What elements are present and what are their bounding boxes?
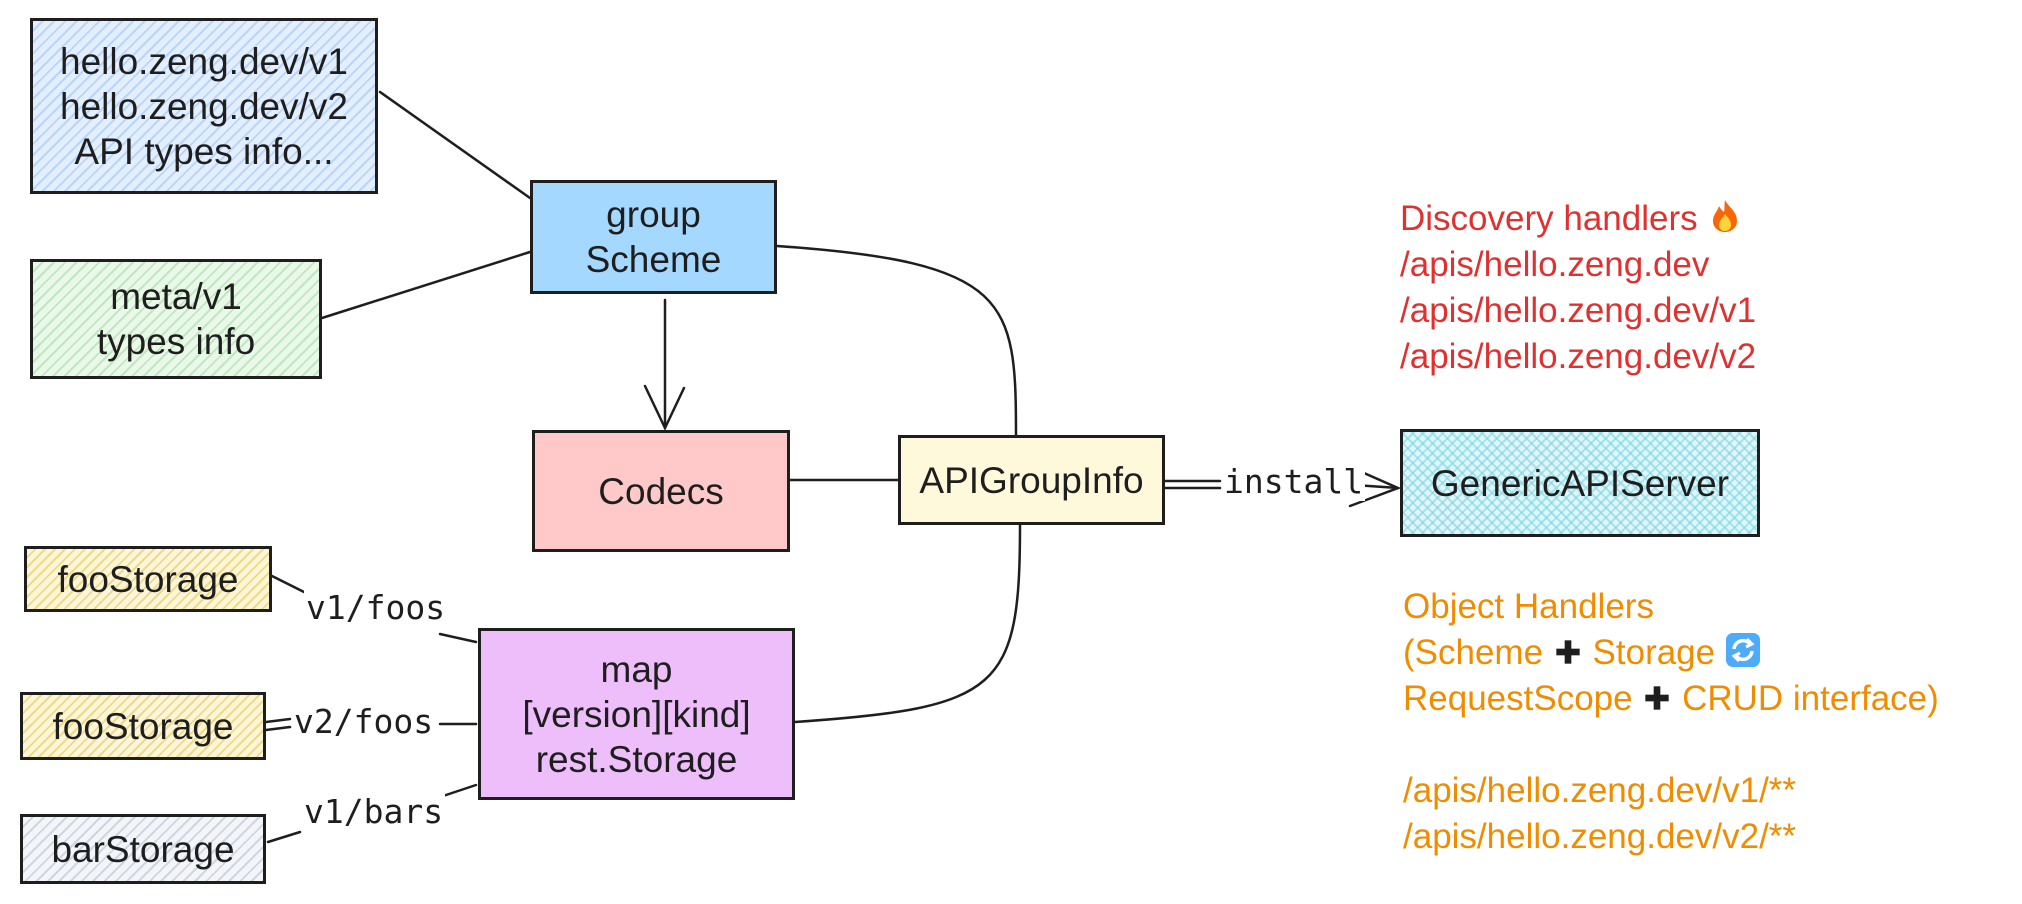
object-handlers-title: Object Handlers — [1403, 587, 1654, 626]
group-scheme-box[interactable]: group Scheme — [530, 180, 777, 294]
edge-bar-to-map-a — [266, 830, 302, 844]
box-line: group — [606, 194, 701, 235]
edge-foo2-to-map-a — [264, 717, 292, 724]
edge-map-to-apigroupinfo — [793, 523, 1022, 724]
edge-foo1-to-map-b — [438, 632, 478, 644]
v1-bars-label: v1/bars — [302, 792, 446, 831]
discovery-path: /apis/hello.zeng.dev — [1400, 245, 1710, 284]
object-handlers-block: Object Handlers (Scheme Storage RequestS… — [1403, 584, 1939, 860]
storage-text: Storage — [1592, 633, 1716, 672]
edge-bar-to-map-b — [438, 783, 478, 799]
discovery-handlers-block: Discovery handlers /apis/hello.zeng.dev … — [1400, 196, 1756, 380]
meta-types-box[interactable]: meta/v1 types info — [30, 259, 322, 379]
box-line: barStorage — [51, 828, 235, 870]
edge-hello-to-scheme — [378, 90, 532, 200]
crud-interface-text: CRUD interface) — [1682, 679, 1939, 718]
foo-storage-v2-box[interactable]: fooStorage — [20, 692, 266, 760]
box-line: GenericAPIServer — [1430, 462, 1730, 504]
box-line: types info — [96, 321, 256, 362]
generic-api-server-box[interactable]: GenericAPIServer — [1400, 429, 1760, 537]
hello-api-types-box[interactable]: hello.zeng.dev/v1 hello.zeng.dev/v2 API … — [30, 18, 378, 194]
box-line: Scheme — [585, 239, 722, 280]
box-line: API types info... — [74, 130, 334, 172]
request-scope-text: RequestScope — [1403, 679, 1633, 718]
object-handlers-line2: RequestScope CRUD interface) — [1403, 676, 1939, 722]
scheme-text: (Scheme — [1403, 633, 1544, 672]
box-line: rest.Storage — [535, 738, 738, 780]
box-line: meta/v1 — [110, 276, 242, 317]
install-label: install — [1222, 462, 1366, 501]
api-group-info-box[interactable]: APIGroupInfo — [898, 435, 1165, 525]
box-line: hello.zeng.dev/v2 — [60, 85, 348, 127]
box-line: APIGroupInfo — [919, 459, 1144, 501]
sync-icon — [1725, 633, 1760, 667]
fire-icon — [1713, 200, 1738, 232]
v2-foos-label: v2/foos — [292, 702, 436, 741]
box-line: [version][kind] — [522, 693, 751, 735]
object-handler-path: /apis/hello.zeng.dev/v1/** — [1403, 771, 1797, 810]
box-line: map — [600, 648, 673, 690]
box-line: Codecs — [598, 470, 724, 512]
object-handler-path: /apis/hello.zeng.dev/v2/** — [1403, 817, 1797, 856]
storage-map-box[interactable]: map [version][kind] rest.Storage — [478, 628, 795, 800]
discovery-title: Discovery handlers — [1400, 199, 1698, 238]
edge-foo2-to-map-b — [264, 725, 292, 732]
box-line: fooStorage — [57, 558, 239, 600]
codecs-box[interactable]: Codecs — [532, 430, 790, 552]
spacer-line — [1403, 722, 1939, 768]
plus-icon — [1556, 640, 1580, 664]
v1-foos-label: v1/foos — [304, 588, 448, 627]
arrowhead-codecs — [643, 384, 686, 431]
foo-storage-v1-box[interactable]: fooStorage — [24, 546, 272, 612]
box-line: fooStorage — [52, 705, 234, 747]
edge-meta-to-scheme — [320, 250, 532, 320]
discovery-title-line: Discovery handlers — [1400, 196, 1756, 242]
plus-icon — [1645, 686, 1670, 710]
bar-storage-box[interactable]: barStorage — [20, 814, 266, 884]
object-handlers-line1: (Scheme Storage — [1403, 630, 1939, 676]
discovery-path: /apis/hello.zeng.dev/v2 — [1400, 337, 1757, 376]
edge-scheme-to-apigroupinfo — [775, 244, 1018, 437]
edge-foo1-to-map — [270, 574, 310, 596]
box-line: hello.zeng.dev/v1 — [60, 40, 348, 82]
discovery-path: /apis/hello.zeng.dev/v1 — [1400, 291, 1757, 330]
